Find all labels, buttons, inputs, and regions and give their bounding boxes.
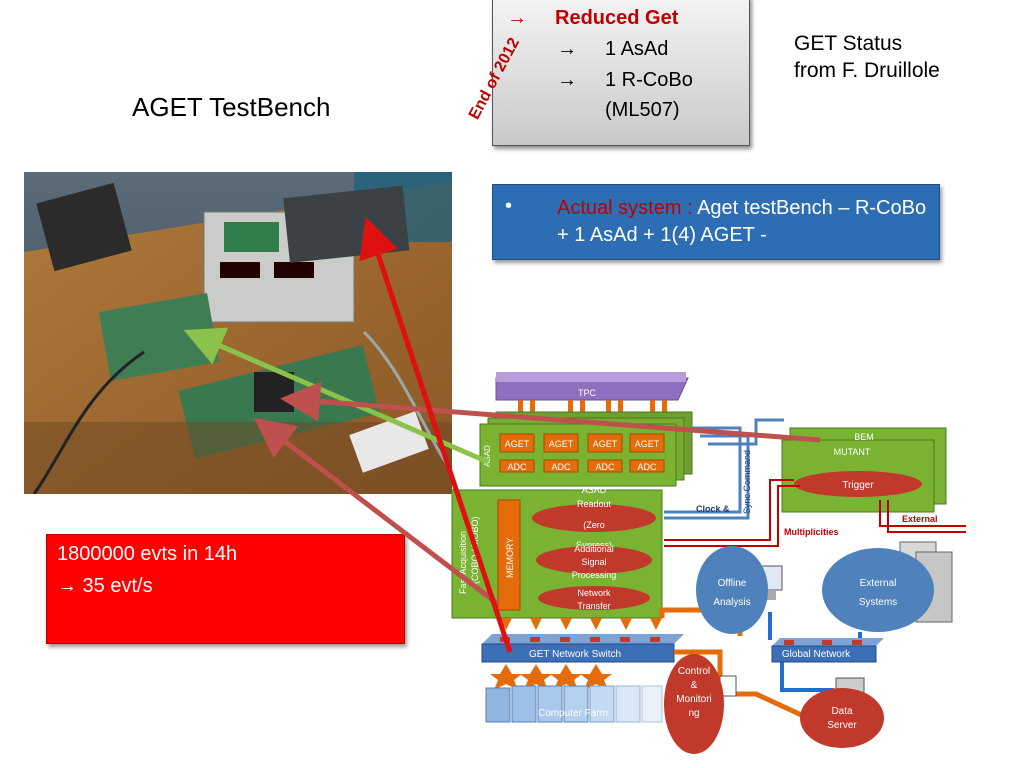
bem-label: BEM	[854, 432, 874, 442]
signal-proc-2: Signal	[581, 557, 606, 567]
switch-label: GET Network Switch	[529, 649, 621, 660]
event-rate-box: 1800000 evts in 14h → 35 evt/s	[46, 534, 405, 644]
global-network-label: Global Network	[782, 649, 851, 660]
external-sys-2: Systems	[859, 597, 897, 608]
aget-chip-4: AGET	[635, 439, 660, 449]
adc-chip-1: ADC	[507, 462, 527, 472]
control-monitoring-node: Control & Monitori ng	[664, 654, 737, 754]
get-status-note: GET Status from F. Druillole	[794, 30, 940, 84]
actual-system-text: Actual system : Aget testBench – R-CoBo …	[557, 195, 927, 249]
external-systems-node: External Systems	[822, 541, 953, 632]
multiplicities-label: Multiplicities	[784, 527, 839, 537]
signal-proc-1: Additional	[574, 544, 614, 554]
fast-acq-label-1: Fast Acquisition	[458, 531, 468, 594]
offline-2: Analysis	[713, 597, 750, 608]
trigger-label: Trigger	[842, 480, 874, 491]
computer-farm: Computer Farm	[485, 685, 663, 723]
control-4: ng	[688, 708, 699, 719]
adc-chip-4: ADC	[637, 462, 657, 472]
asad-readout-2: Readout	[577, 499, 612, 509]
actual-system-description: Aget testBench – R-CoBo + 1 AsAd + 1(4) …	[557, 197, 927, 246]
asad-readout-3: (Zero	[583, 520, 605, 530]
green-arrow	[183, 327, 489, 465]
net-transfer-2: Transfer	[577, 601, 610, 611]
events-line: 1800000 evts in 14h	[57, 543, 238, 565]
arrow-icon: →	[557, 69, 577, 91]
reduced-get-box: → Reduced Get → 1 AsAd → 1 R-CoBo (ML507…	[492, 0, 750, 146]
data-server-node: Data Server	[800, 677, 884, 748]
offline-1: Offline	[718, 578, 747, 589]
rcobo-count: 1 R-CoBo	[605, 69, 693, 91]
offline-analysis-node: Offline Analysis	[696, 546, 783, 634]
rate-line: → 35 evt/s	[57, 575, 153, 597]
adc-chip-2: ADC	[551, 462, 571, 472]
aget-chip-1: AGET	[505, 439, 530, 449]
external-label: External	[902, 514, 938, 524]
status-line-1: GET Status	[794, 32, 903, 55]
tpc-block: TPC	[495, 372, 689, 401]
asad-side-label: ASAD	[483, 445, 492, 467]
external-sys-1: External	[860, 578, 897, 589]
trigger-lines	[664, 479, 966, 547]
bullet: •	[505, 195, 513, 217]
aget-chip-3: AGET	[593, 439, 618, 449]
sync-command-label: Sync Command	[742, 450, 752, 514]
clock-label: Clock &	[696, 504, 730, 514]
signal-proc-3: Processing	[572, 570, 617, 580]
arrow-icon: →	[507, 7, 527, 29]
data-server-2: Server	[827, 720, 857, 731]
status-line-2: from F. Druillole	[794, 59, 940, 82]
asad-readout-1: ASAD	[582, 485, 607, 495]
reduced-get-heading: Reduced Get	[555, 7, 679, 29]
farm-connectors	[490, 664, 612, 690]
actual-system-label: Actual system :	[557, 197, 693, 219]
global-network-switch: Global Network	[771, 638, 884, 663]
asad-readout-4: Supress)	[576, 540, 612, 550]
memory-label: MEMORY	[505, 538, 515, 578]
mutant-label: MUTANT	[834, 447, 871, 457]
get-network-switch: GET Network Switch	[481, 634, 684, 663]
actual-system-box: • Actual system : Aget testBench – R-CoB…	[492, 184, 940, 260]
control-3: Monitori	[676, 694, 712, 705]
tpc-label: TPC	[578, 388, 597, 398]
page-title: AGET TestBench	[132, 92, 331, 122]
overlay-arrows	[183, 217, 821, 653]
cobo-switch-connectors	[500, 618, 662, 630]
adc-chip-3: ADC	[595, 462, 615, 472]
asad-count: 1 AsAd	[605, 38, 669, 60]
cobo-board: Fast Acquisition (COBO / MOBO) MEMORY AS…	[451, 485, 663, 619]
arrow-icon: →	[557, 38, 577, 60]
control-2: &	[691, 680, 698, 691]
data-server-1: Data	[831, 706, 853, 717]
ml507-label: (ML507)	[605, 99, 680, 121]
brown-arrow-bottom	[254, 417, 500, 606]
red-arrow	[359, 217, 513, 653]
computer-farm-label: Computer Farm	[538, 708, 608, 719]
aget-chip-2: AGET	[549, 439, 574, 449]
control-1: Control	[678, 666, 710, 677]
brown-arrow-top	[280, 381, 821, 443]
net-transfer-1: Network	[577, 588, 611, 598]
sync-lines	[664, 418, 784, 520]
